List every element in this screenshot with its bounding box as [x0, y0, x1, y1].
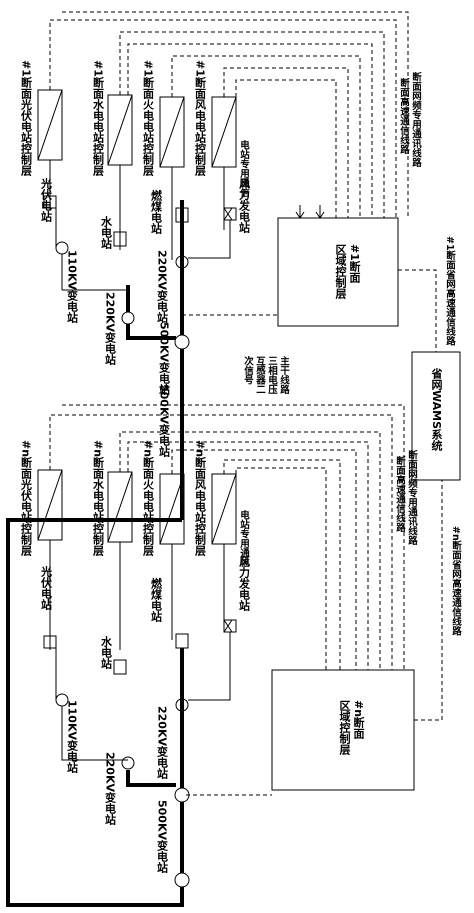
hydro-unit-1 — [113, 231, 127, 247]
thermal-ctrl-label-n: #n断面火电电站控制层 — [141, 440, 155, 557]
wams-label: 省网WAMS系统 — [430, 368, 443, 452]
sub220a-node-1 — [121, 311, 135, 325]
plant-comm-label-n: 电站专用通信 — [237, 510, 249, 567]
legend-item: 互感器二 — [253, 356, 265, 394]
legend-item: 次信号 — [241, 356, 253, 385]
solar-plant-label-1: 光伏电站 — [39, 178, 53, 222]
sub500-label-1: 500KV变电站 — [157, 322, 171, 395]
kv500-main-node — [174, 872, 190, 888]
region-ctrl-id-n: #n断面 — [352, 700, 365, 740]
hydro-unit-n — [113, 659, 127, 675]
sub500-label-n: 500KV变电站 — [155, 800, 169, 873]
thermal-plant-label-n: 燃煤电站 — [149, 578, 163, 622]
fast-comm-label-1: 断面高速通信线路 — [397, 78, 409, 154]
solar-inverter-n — [43, 635, 57, 649]
wind-plant-label-n: 风力发电站 — [237, 556, 251, 611]
wind-plant-label-1: 风力发电站 — [237, 178, 251, 233]
thermal-plant-label-1: 燃煤电站 — [149, 190, 163, 234]
solar-plant-label-n: 光伏电站 — [39, 566, 53, 610]
thermal-unit-n — [175, 633, 189, 649]
legend-item: 三相电压 — [265, 356, 277, 394]
wind-ctrl-label-1: #1断面风电电站控制层 — [193, 60, 207, 176]
kv500-left-label: 500KV变电站 — [157, 384, 171, 457]
region-ctrl-box-1 — [277, 217, 399, 327]
region-ctrl-id-1: #1断面 — [348, 244, 361, 283]
region-ctrl-name-1: 区域控制层 — [334, 244, 347, 299]
net-freq-label-n: 断面网频专用通讯线路 — [405, 450, 417, 545]
sub220a-label-n: 220KV变电站 — [103, 752, 117, 825]
sub500-node-1 — [174, 334, 190, 350]
plant-comm-label-1: 电站专用通信 — [237, 140, 249, 197]
sub110-label-1: 110KV变电站 — [65, 250, 79, 323]
sub220a-label-1: 220KV变电站 — [103, 292, 117, 365]
to-wams-label-1: #1断面省网高速通信线路 — [443, 236, 455, 346]
solar-ctrl-label-n: #n断面光伏电站控制层 — [19, 440, 33, 557]
region-ctrl-name-n: 区域控制层 — [338, 700, 351, 755]
sub220a-node-n — [121, 756, 135, 770]
net-freq-label-1: 断面网频专用通讯线路 — [409, 72, 421, 167]
hydro-ctrl-label-n: #n断面水电电站控制层 — [91, 440, 105, 557]
solar-ctrl-label-1: #1断面光伏电站控制层 — [19, 60, 33, 176]
legend-item: 主干线路 — [277, 356, 289, 394]
to-wams-label-n: #n断面省网高速通信线路 — [449, 526, 461, 636]
fast-comm-label-n: 断面高速通信线路 — [393, 456, 405, 532]
hydro-plant-label-1: 水电站 — [99, 216, 113, 249]
thermal-ctrl-label-1: #1断面火电电站控制层 — [141, 60, 155, 176]
hydro-ctrl-label-1: #1断面水电电站控制层 — [91, 60, 105, 176]
wind-ctrl-label-n: #n断面风电电站控制层 — [193, 440, 207, 557]
sub110-label-n: 110KV变电站 — [65, 700, 79, 773]
sub220b-label-1: 220KV变电站 — [155, 250, 169, 323]
region-ctrl-box-n — [271, 669, 415, 791]
sub220b-label-n: 220KV变电站 — [155, 706, 169, 779]
hydro-plant-label-n: 水电站 — [99, 636, 113, 669]
